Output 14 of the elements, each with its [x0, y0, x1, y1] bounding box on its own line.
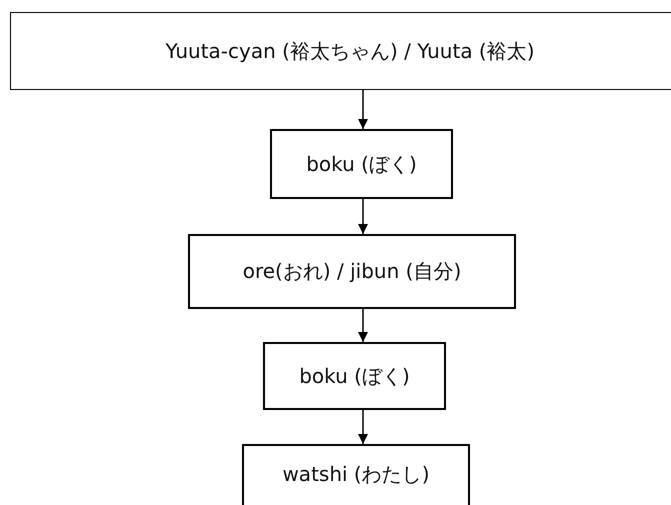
box-label: ore(おれ) / jibun (自分) — [242, 258, 462, 285]
process-box — [242, 444, 470, 505]
arrow — [358, 410, 368, 444]
process-box — [263, 342, 446, 410]
box-label: Yuuta-cyan (裕太ちゃん) / Yuuta (裕太) — [165, 38, 535, 64]
box-label: boku (ぼく) — [299, 362, 410, 390]
box-label: watshi (わたし) — [282, 460, 430, 488]
process-box — [270, 129, 453, 199]
box-label: boku (ぼく) — [306, 150, 417, 178]
process-box — [188, 234, 516, 309]
arrow — [358, 199, 368, 234]
arrow — [358, 90, 368, 129]
arrow — [358, 309, 368, 342]
process-box — [10, 12, 671, 90]
